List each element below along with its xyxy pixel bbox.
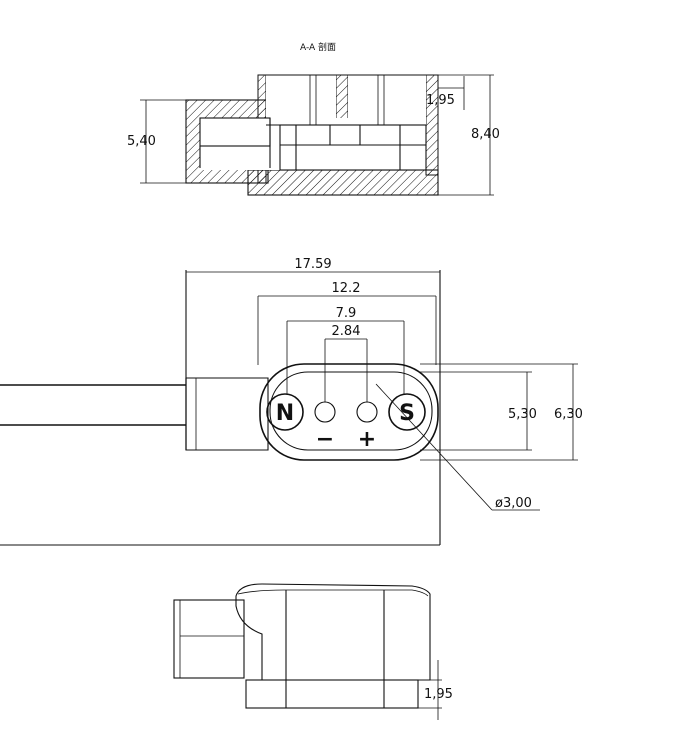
dim-pin-outer: 12.2 (257, 281, 437, 365)
plus-sign: + (358, 427, 376, 452)
side-view: 1,95 (173, 583, 453, 720)
connector-head (185, 363, 439, 461)
dim-pin-inner-label: 2.84 (332, 324, 361, 339)
top-view: N S − + 17.59 12.2 7.9 (0, 257, 583, 546)
dim-head-outer-label: 6,30 (554, 407, 583, 422)
pin-plus (356, 401, 378, 423)
pole-south-label: S (399, 401, 415, 426)
section-hatched-body (185, 74, 439, 196)
side-body (235, 583, 431, 708)
pin-north (266, 393, 304, 431)
pin-minus (314, 401, 336, 423)
dim-height-inner: 5,40 (127, 99, 186, 184)
outline-box (0, 270, 441, 546)
side-base (245, 679, 419, 709)
dim-base-height-label: 1,95 (424, 687, 453, 702)
dim-head-outer: 6,30 (420, 363, 583, 461)
dim-overall-width-label: 17.59 (294, 257, 331, 272)
pin-south (388, 393, 426, 431)
minus-sign: − (316, 427, 334, 452)
dim-recess: 1,95 (426, 76, 465, 110)
dim-pin-inner: 2.84 (324, 324, 368, 402)
dim-pin-middle: 7.9 (286, 306, 405, 394)
section-view: A-A 剖面 (127, 41, 500, 196)
dim-pin-diameter-label: ø3,00 (495, 496, 532, 511)
section-interior-lines (199, 74, 427, 171)
dim-height-inner-label: 5,40 (127, 134, 156, 149)
dim-recess-label: 1,95 (426, 93, 455, 108)
dim-height-total: 8,40 (438, 74, 500, 196)
dim-height-total-label: 8,40 (471, 127, 500, 142)
cable (0, 384, 186, 426)
pole-north-label: N (276, 401, 294, 426)
dim-head-inner-label: 5,30 (508, 407, 537, 422)
dim-overall-width: 17.59 (186, 257, 440, 273)
pins: N S − + (266, 393, 426, 452)
side-plug (173, 599, 245, 679)
dim-pin-diameter: ø3,00 (375, 383, 540, 511)
dim-pin-outer-label: 12.2 (332, 281, 361, 296)
dim-pin-middle-label: 7.9 (336, 306, 357, 321)
section-label: A-A 剖面 (300, 41, 336, 53)
dim-head-inner: 5,30 (420, 371, 537, 451)
dim-base-height: 1,95 (418, 660, 453, 720)
